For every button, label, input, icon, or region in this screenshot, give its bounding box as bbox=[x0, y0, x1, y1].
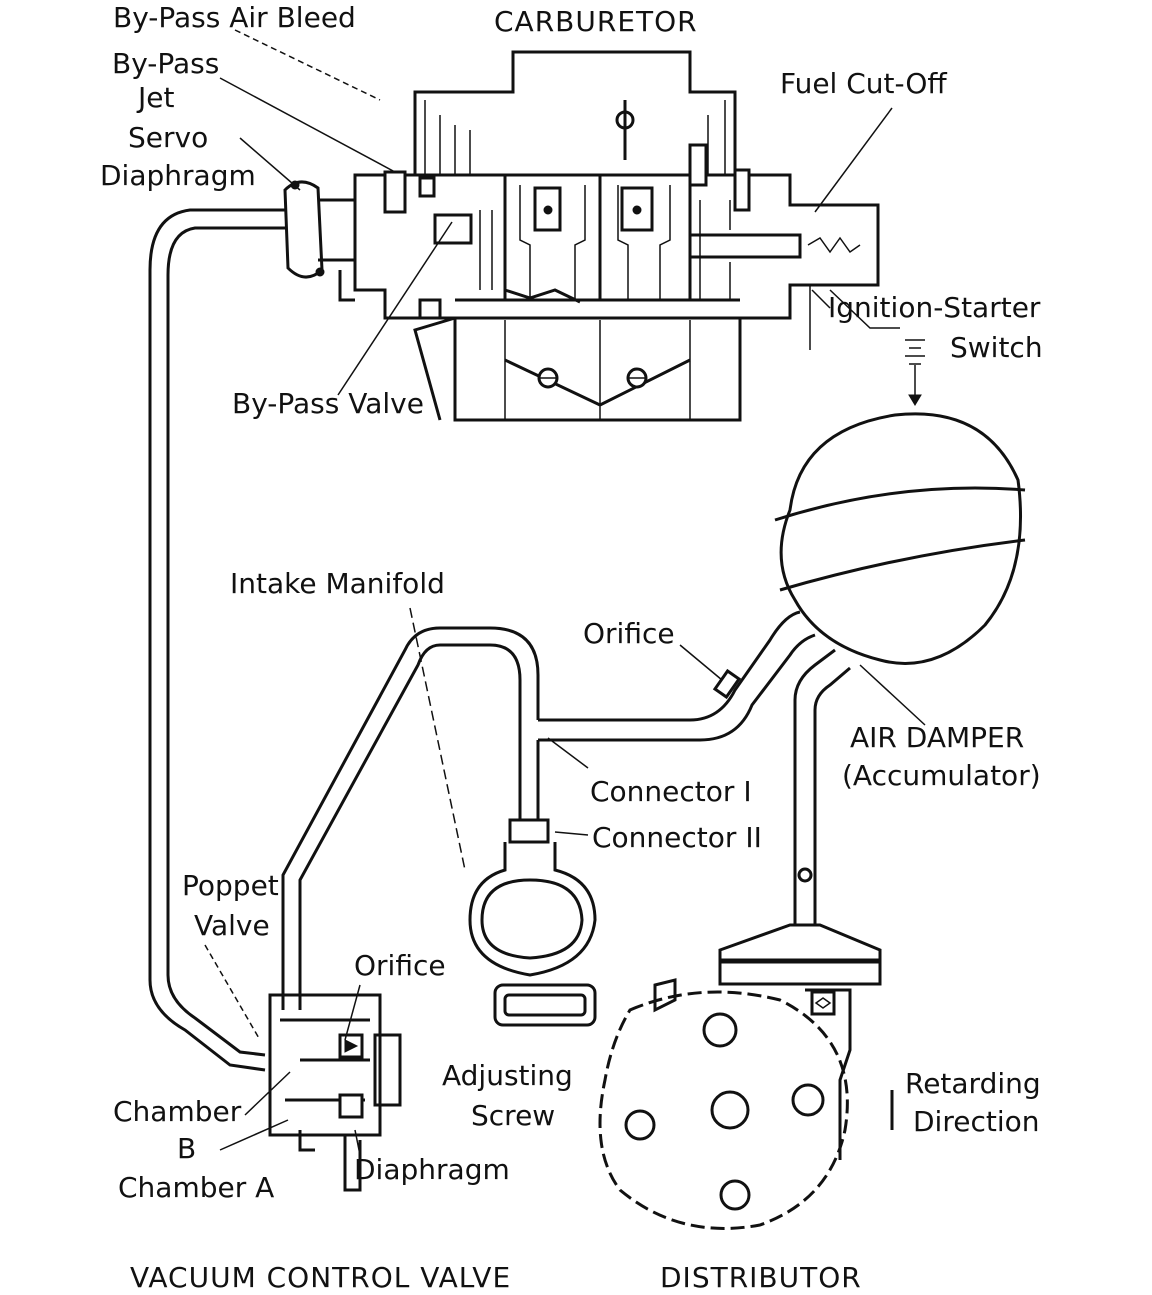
intake-manifold-label: Intake Manifold bbox=[230, 567, 445, 600]
fuel-cutoff-label: Fuel Cut-Off bbox=[780, 67, 947, 100]
air-damper-label-line1: AIR DAMPER bbox=[850, 721, 1025, 754]
orifice-top-label: Orifice bbox=[583, 617, 675, 650]
distributor bbox=[598, 923, 894, 1230]
vacuum-lines bbox=[148, 208, 851, 1072]
bypass-jet-label-line1: By-Pass bbox=[112, 47, 220, 80]
chamber-b-label-line1: Chamber bbox=[113, 1095, 242, 1128]
adjusting-screw-label-line1: Adjusting bbox=[442, 1059, 573, 1092]
poppet-valve-label-line1: Poppet bbox=[182, 869, 279, 902]
servo-diaphragm-label-line1: Servo bbox=[128, 121, 209, 154]
connector-2-label: Connector II bbox=[592, 821, 762, 854]
bypass-valve-label: By-Pass Valve bbox=[232, 387, 424, 420]
vacuum-control-valve-label: VACUUM CONTROL VALVE bbox=[130, 1261, 512, 1294]
carburetor bbox=[353, 50, 925, 422]
air-damper bbox=[774, 412, 1026, 665]
adjusting-screw bbox=[468, 842, 597, 1027]
chamber-b-label-line2: B bbox=[177, 1132, 197, 1165]
bypass-jet-label-line2: Jet bbox=[138, 81, 175, 114]
distributor-label: DISTRIBUTOR bbox=[660, 1261, 862, 1294]
retarding-direction-label-line2: Direction bbox=[913, 1105, 1040, 1138]
servo-diaphragm-label-line2: Diaphragm bbox=[100, 159, 256, 192]
leader-lines bbox=[204, 29, 926, 1156]
carburetor-label: CARBURETOR bbox=[494, 5, 698, 38]
retarding-direction-label-line1: Retarding bbox=[905, 1067, 1041, 1100]
poppet-valve-label-line2: Valve bbox=[194, 909, 270, 942]
diaphragm-label: Diaphragm bbox=[354, 1153, 510, 1186]
ignition-starter-switch-label-line2: Switch bbox=[950, 331, 1043, 364]
chamber-a-label: Chamber A bbox=[118, 1171, 275, 1204]
bypass-air-bleed-label: By-Pass Air Bleed bbox=[113, 1, 356, 34]
ignition-starter-switch-label-line1: Ignition-Starter bbox=[828, 291, 1041, 324]
connector-1-label: Connector I bbox=[590, 775, 752, 808]
vacuum-control-valve bbox=[268, 993, 402, 1192]
air-damper-label-line2: (Accumulator) bbox=[842, 759, 1041, 792]
orifice-bottom-label: Orifice bbox=[354, 949, 446, 982]
adjusting-screw-label-line2: Screw bbox=[471, 1099, 556, 1132]
servo-diaphragm bbox=[283, 180, 357, 302]
